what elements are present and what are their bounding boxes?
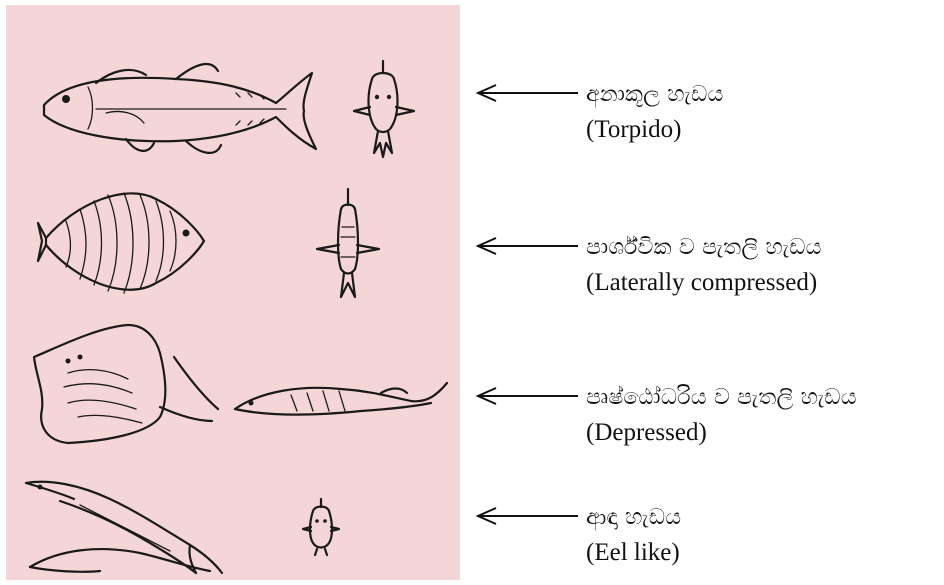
arrow-left-icon: [474, 387, 580, 405]
torpedo-fish-side-view: [36, 53, 321, 163]
label-depressed: පෘෂ්ඨෝධරිය ව පැතලි හැඩය (Depressed): [474, 385, 942, 455]
label-sinhala: පෘෂ්ඨෝධරිය ව පැතලි හැඩය: [586, 385, 857, 410]
arrow-left-icon: [474, 507, 580, 525]
label-english: (Torpido): [586, 116, 681, 144]
arrow-left-icon: [474, 84, 580, 102]
eel-like-fish-side-view: [20, 475, 226, 575]
label-sinhala: අනාකූල හැඩය: [586, 82, 723, 107]
torpedo-fish-front-view: [346, 57, 421, 167]
label-sinhala: පාර්ශ්වික ව පැතලි හැඩය: [586, 235, 822, 260]
label-english: (Eel like): [586, 539, 680, 567]
label-sinhala: ආඳා හැඩය: [586, 505, 681, 530]
label-english: (Depressed): [586, 419, 707, 447]
arrow-left-icon: [474, 237, 580, 255]
label-laterally-compressed: පාර්ශ්වික ව පැතලි හැඩය (Laterally compre…: [474, 235, 942, 305]
label-torpedo: අනාකූල හැඩය (Torpido): [474, 82, 942, 152]
depressed-fish-ray: [28, 317, 224, 447]
depressed-fish-side-view: [231, 373, 453, 425]
label-eel-like: ආඳා හැඩය (Eel like): [474, 505, 942, 575]
eel-like-fish-front-view: [301, 497, 341, 557]
compressed-fish-front-view: [311, 187, 386, 305]
illustration-panel: [6, 5, 460, 580]
compressed-fish-side-view: [36, 183, 206, 303]
label-english: (Laterally compressed): [586, 269, 817, 297]
